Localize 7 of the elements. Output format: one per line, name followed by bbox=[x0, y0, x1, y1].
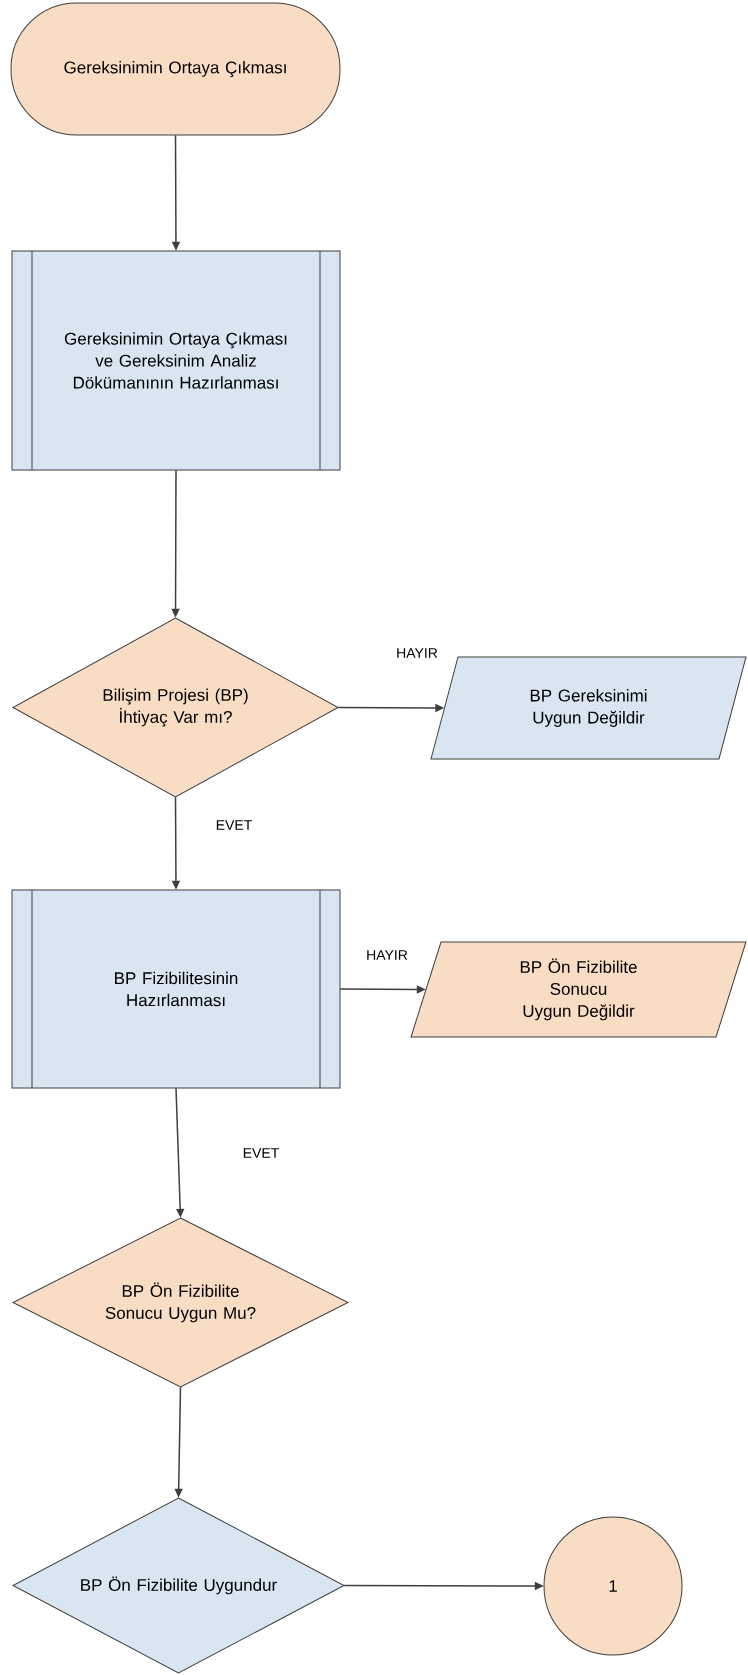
process-box: Gereksinimin Ortaya Çıkması ve Gereksinim Analiz Dökümanının Hazırlanması bbox=[11, 250, 341, 471]
edge-label: EVET bbox=[214, 819, 254, 831]
edge-label: EVET bbox=[241, 1147, 281, 1159]
edge-label: HAYIR bbox=[365, 949, 409, 961]
data-parallelogram: BP Ön Fizibilite Sonucu Uygun Değildir bbox=[410, 941, 747, 1038]
process-box: BP Fizibilitesinin Hazırlanması bbox=[11, 889, 341, 1089]
edge-label: HAYIR bbox=[395, 647, 439, 659]
